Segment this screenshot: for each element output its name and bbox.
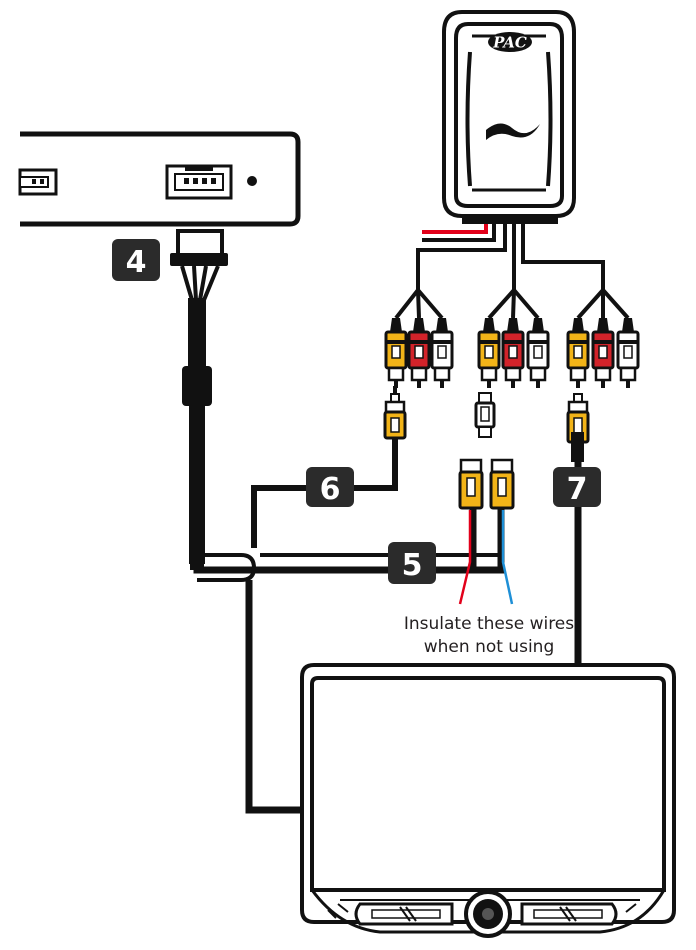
rca-male-cable-6 [383, 393, 407, 440]
insulate-wires [458, 510, 514, 605]
power-wires [422, 224, 496, 242]
rca-plug-cable-5-b [489, 458, 515, 510]
volume-knob [464, 890, 512, 938]
module-connector-main [165, 164, 233, 200]
rca-plug-1-red [407, 318, 431, 388]
callout-4-label: 4 [126, 245, 147, 280]
callout-6-label: 6 [320, 472, 341, 507]
cable-5 [190, 508, 505, 582]
harness-connector-4 [170, 229, 228, 564]
insulate-note: Insulate these wires when not using [404, 614, 574, 657]
rca-plug-2-red [501, 318, 525, 388]
callout-5: 5 [388, 542, 436, 584]
screen-left-button [354, 902, 454, 926]
callout-7-label: 7 [567, 472, 588, 507]
rca-plug-3-yellow [566, 318, 590, 388]
rca-plug-3-red [591, 318, 615, 388]
callout-7: 7 [553, 467, 601, 507]
rca-plug-2-white [526, 318, 550, 388]
callout-5-label: 5 [402, 548, 423, 583]
rca-plug-3-white [616, 318, 640, 388]
note-line-2: when not using [424, 637, 554, 657]
callout-4: 4 [112, 239, 160, 281]
module-connector-left [18, 168, 58, 196]
aftermarket-radio-screen [300, 663, 676, 938]
head-unit-module [18, 131, 301, 227]
wave-emblem [486, 123, 540, 140]
pac-interface-module: PAC [442, 10, 576, 224]
module-led-dot [247, 176, 257, 186]
pac-logo-text: PAC [492, 34, 527, 52]
rca-breakout-harness [394, 224, 630, 320]
pac-logo [488, 32, 532, 52]
rca-plug-2-yellow [477, 318, 501, 388]
rca-plug-cable-5-a [458, 458, 484, 510]
rca-plug-1-yellow [384, 318, 408, 388]
screen-feed-cable [245, 580, 300, 814]
callout-6: 6 [306, 467, 354, 507]
rca-coupler-white [474, 392, 496, 438]
screen-right-button [520, 902, 618, 926]
note-line-1: Insulate these wires [404, 614, 574, 634]
rca-plug-1-white [430, 318, 454, 388]
